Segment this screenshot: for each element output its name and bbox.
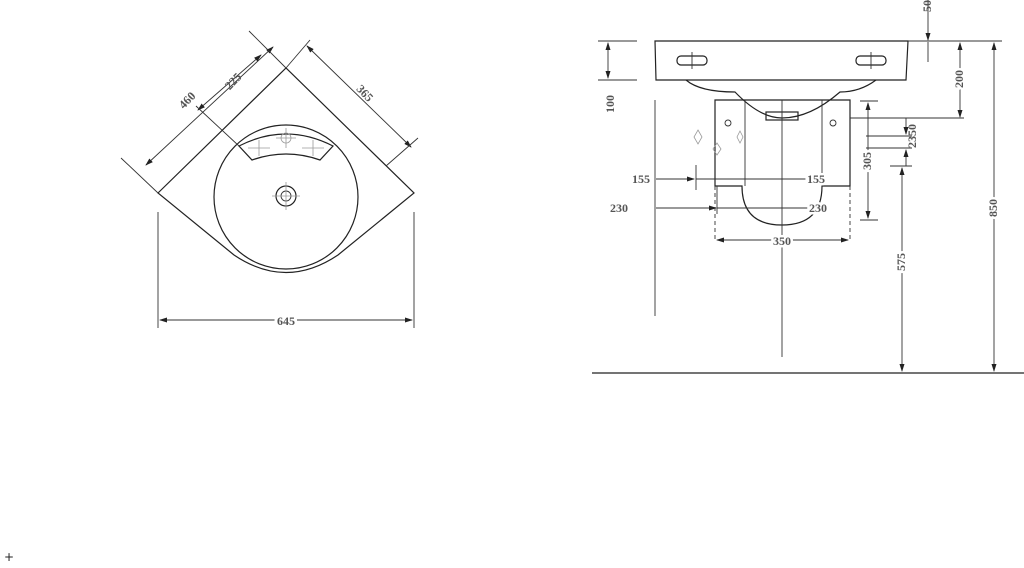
- dim-100: 100: [603, 95, 617, 113]
- dim-225: 225: [222, 70, 245, 93]
- corner-mark: +: [4, 550, 14, 563]
- overflow-slot-left-icon: [676, 52, 708, 69]
- dim-2350: 2350: [905, 124, 919, 148]
- dim-155-right: 155: [807, 172, 825, 186]
- side-hole-left-icon: [248, 140, 270, 156]
- bowl-circle: [213, 124, 359, 270]
- dim-460: 460: [176, 89, 199, 112]
- dim-850: 850: [986, 199, 1000, 217]
- dim-230-left: 230: [610, 201, 628, 215]
- dim-575: 575: [894, 253, 908, 271]
- dim-200: 200: [952, 70, 966, 88]
- dim-365: 365: [354, 82, 377, 105]
- side-hole-right-icon: [302, 140, 324, 156]
- fixing-hole-left-icon: [724, 119, 732, 127]
- dim-50: 50: [920, 0, 934, 12]
- fixing-hole-right-icon: [829, 119, 837, 127]
- basin-outline: [157, 67, 415, 273]
- pedestal: [714, 99, 851, 226]
- basin-side-body: [654, 40, 909, 81]
- top-view: 460 225 365 645: [120, 30, 419, 331]
- drain-icon: [272, 182, 300, 210]
- dim-155-left: 155: [632, 172, 650, 186]
- dim-645: 645: [277, 314, 295, 328]
- side-view: 100 50 200 2350 305 155 155 230 230: [592, 0, 1024, 374]
- overflow-slot-right-icon: [855, 52, 887, 69]
- dim-305: 305: [860, 152, 874, 170]
- dim-350: 350: [773, 234, 791, 248]
- tap-hole-icon: [276, 128, 296, 148]
- dim-230-right: 230: [809, 201, 827, 215]
